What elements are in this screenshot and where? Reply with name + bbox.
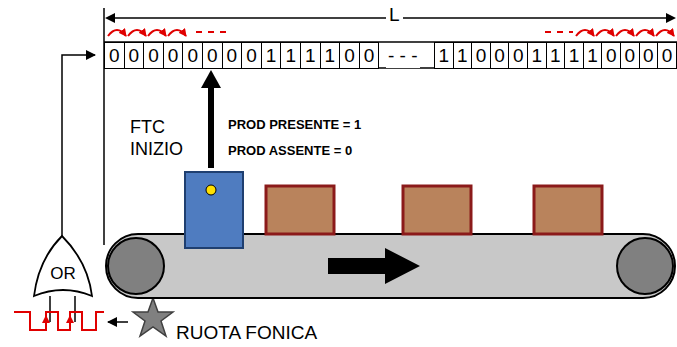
clock-wire: [62, 55, 95, 236]
shift-arrows: [108, 30, 674, 36]
register-bit: 0: [490, 42, 510, 69]
register-bit: 0: [471, 42, 491, 69]
roller: [108, 238, 164, 294]
register-bit: 0: [222, 42, 243, 69]
register-bit: 1: [434, 42, 454, 69]
register-bit: 0: [339, 42, 360, 69]
dimension-label: L: [386, 4, 403, 26]
photocell: [185, 172, 243, 248]
register-bit: 1: [527, 42, 547, 69]
or-gate: OR: [32, 234, 94, 298]
register-bit: 0: [657, 42, 677, 69]
write-arrowhead: [201, 70, 221, 88]
pulse-waveform: [14, 312, 104, 330]
register-bit: 1: [320, 42, 341, 69]
register-gap: - - -: [386, 43, 420, 68]
roller: [617, 238, 673, 294]
write-arrow: [208, 84, 214, 168]
register-bit: 0: [508, 42, 528, 69]
direction-arrow: [328, 248, 420, 284]
edge-arrow: [45, 316, 47, 328]
register-bit: 0: [620, 42, 640, 69]
input-wire: [49, 296, 51, 322]
register-bit: 0: [124, 42, 145, 69]
register-bit: 1: [546, 42, 566, 69]
register-bit: 0: [601, 42, 621, 69]
register-bit: 0: [639, 42, 659, 69]
state-note: PROD ASSENTE = 0: [228, 143, 352, 158]
sensor-lens: [206, 185, 216, 195]
phonic-wheel: [133, 298, 173, 336]
register-bit: 1: [564, 42, 584, 69]
edge-arrow: [69, 316, 71, 328]
register-bit: 1: [300, 42, 321, 69]
register-bit: 0: [104, 42, 125, 69]
register-bit: 0: [143, 42, 164, 69]
register-bit: 1: [280, 42, 301, 69]
input-wire: [74, 296, 76, 322]
register-bit: 1: [453, 42, 473, 69]
register-bit: 0: [202, 42, 223, 69]
register-bit: 0: [359, 42, 380, 69]
gate-label: OR: [32, 264, 94, 284]
product: [266, 186, 334, 234]
register-bit: 0: [241, 42, 262, 69]
signal-arrow: [108, 321, 128, 323]
state-note: PROD PRESENTE = 1: [228, 117, 361, 132]
register-bit: 1: [583, 42, 603, 69]
register-bit: 1: [261, 42, 282, 69]
sensor-label: FTC INIZIO: [130, 116, 190, 160]
register-bit: 0: [182, 42, 203, 69]
wheel-label: RUOTA FONICA: [176, 322, 317, 344]
product: [403, 186, 471, 234]
product: [534, 186, 602, 234]
register-bit: 0: [163, 42, 184, 69]
